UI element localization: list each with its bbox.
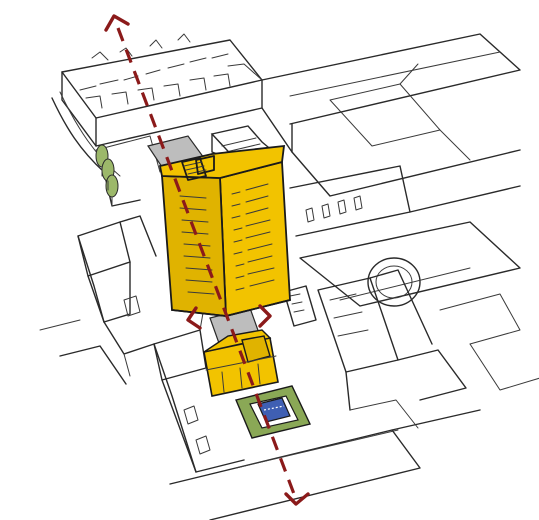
yellow-tower (160, 146, 290, 316)
block-east (290, 166, 520, 236)
blocks-south-east (318, 270, 539, 410)
axis-chevron-right-icon (260, 306, 270, 326)
green-garden-court (236, 386, 310, 438)
tree-row (96, 145, 118, 206)
yellow-podium (204, 330, 278, 396)
courtyard-east (300, 222, 520, 306)
blocks-west (78, 216, 156, 376)
block-north-east (262, 34, 520, 196)
axis-arrow-north-icon (106, 16, 128, 30)
